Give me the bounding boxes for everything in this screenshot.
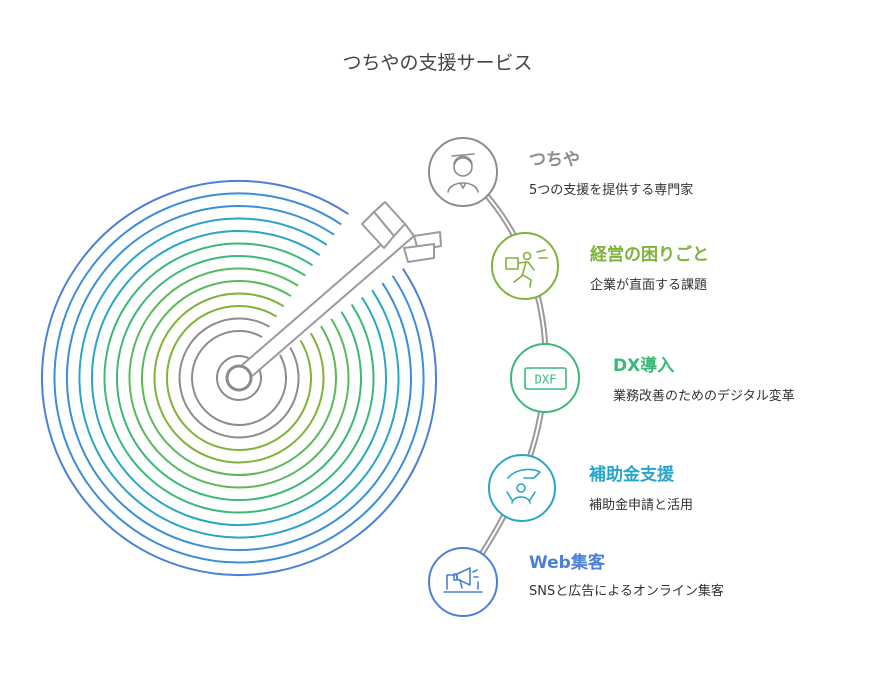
node-keiei (491, 232, 559, 300)
item-desc-tsuchiya: 5つの支援を提供する専門家 (529, 183, 694, 198)
target-ring (140, 280, 337, 477)
item-title-web: Web集客 (529, 553, 605, 573)
node-subsidy (488, 454, 556, 522)
item-title-keiei: 経営の困りごと (590, 245, 709, 265)
item-desc-web: SNSと広告によるオンライン集客 (529, 584, 724, 599)
target-ring (128, 267, 350, 489)
arrow (225, 201, 442, 392)
target-ring (178, 317, 300, 439)
target-ring (103, 242, 375, 514)
target-ring (166, 305, 312, 451)
running-with-box-icon (505, 249, 548, 288)
item-title-tsuchiya: つちや (529, 150, 580, 170)
target-ring (41, 179, 438, 576)
item-desc-subsidy: 補助金申請と活用 (589, 498, 694, 513)
node-tsuchiya (428, 137, 498, 207)
target-ring (216, 355, 262, 401)
hand-support-person-icon (506, 468, 541, 504)
target-ring (65, 205, 412, 552)
dxf-file-icon (524, 367, 567, 390)
node-web (428, 547, 498, 617)
dxf-icon-text: DXF (535, 373, 557, 387)
megaphone-laptop-icon (443, 567, 483, 593)
target-ring (78, 217, 400, 539)
item-title-subsidy: 補助金支援 (589, 465, 674, 485)
target-rings (41, 179, 438, 576)
target-ring (91, 230, 387, 526)
bullseye-center (225, 364, 253, 392)
item-desc-keiei: 企業が直面する課題 (590, 278, 708, 293)
target-ring (153, 292, 325, 464)
item-desc-dx: 業務改善のためのデジタル変革 (613, 389, 795, 404)
person-icon (447, 153, 479, 193)
target-ring (53, 192, 425, 564)
target-ring (191, 329, 288, 426)
item-title-dx: DX導入 (613, 356, 675, 376)
target-ring (116, 255, 362, 501)
node-dx: DXF (510, 343, 580, 413)
page-title: つちやの支援サービス (342, 52, 533, 74)
